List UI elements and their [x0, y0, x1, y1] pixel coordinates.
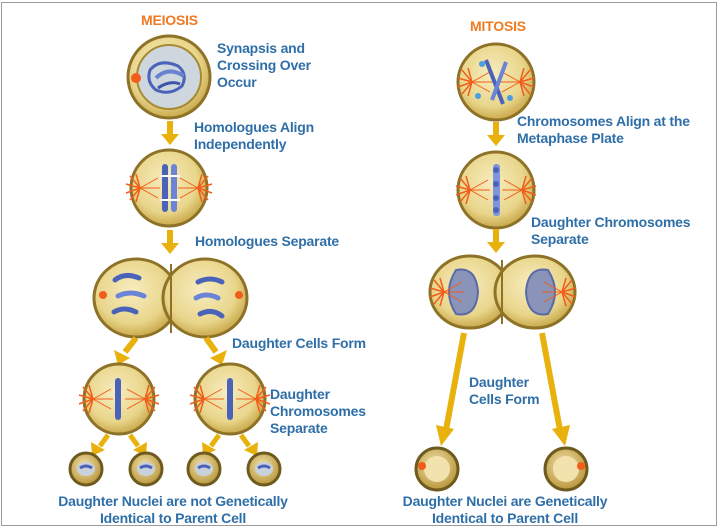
mitosis-result-line2: Identical to Parent Cell [380, 510, 630, 527]
mitosis-step2-line2: Separate [531, 231, 690, 248]
meiosis-step2-label: Homologues Align Independently [194, 119, 314, 153]
mitosis-result-line1: Daughter Nuclei are Genetically [380, 493, 630, 510]
mitosis-step3-label: Daughter Cells Form [469, 374, 539, 408]
meiosis-cell-synapsis [128, 36, 210, 118]
meiosis-arrow-2 [161, 230, 179, 254]
meiosis-result-line1: Daughter Nuclei are not Genetically [28, 493, 318, 510]
meiosis-step5-line3: Separate [270, 420, 366, 437]
meiosis-step1-line1: Synapsis and [217, 40, 311, 57]
mitosis-result-label: Daughter Nuclei are Genetically Identica… [380, 493, 630, 527]
mitosis-arrow-1 [487, 122, 505, 146]
meiosis-step5-line2: Chromosomes [270, 403, 366, 420]
mitosis-step1-line1: Chromosomes Align at the [517, 113, 690, 130]
mitosis-step1-label: Chromosomes Align at the Metaphase Plate [517, 113, 690, 147]
meiosis-cell-align [126, 150, 212, 226]
meiosis-arrow-1 [161, 121, 179, 145]
mitosis-cell-prophase [458, 44, 534, 120]
meiosis-cell-daughter-right [190, 364, 270, 434]
meiosis-step3-label: Homologues Separate [195, 233, 339, 250]
mitosis-step3-line1: Daughter [469, 374, 539, 391]
meiosis-step1-line2: Crossing Over [217, 57, 311, 74]
meiosis-step2-line1: Homologues Align [194, 119, 314, 136]
meiosis-arrow-right [206, 338, 227, 365]
mitosis-step2-line1: Daughter Chromosomes [531, 214, 690, 231]
mitosis-step3-line2: Cells Form [469, 391, 539, 408]
meiosis-step1-label: Synapsis and Crossing Over Occur [217, 40, 311, 91]
mitosis-step1-line2: Metaphase Plate [517, 130, 690, 147]
meiosis-cell-separate [94, 259, 247, 337]
mitosis-arrow-2 [487, 229, 505, 253]
mitosis-daughter-cells [416, 448, 587, 490]
meiosis-step4-label: Daughter Cells Form [232, 335, 366, 352]
meiosis-result-label: Daughter Nuclei are not Genetically Iden… [28, 493, 318, 527]
meiosis-arrow-left [114, 338, 136, 365]
meiosis-step2-line2: Independently [194, 136, 314, 153]
meiosis-title: MEIOSIS [141, 12, 198, 28]
mitosis-arrow-right [542, 333, 570, 446]
meiosis-step1-line3: Occur [217, 74, 311, 91]
mitosis-arrow-left [436, 333, 464, 446]
mitosis-cell-anaphase [430, 256, 576, 328]
mitosis-title: MITOSIS [470, 18, 526, 34]
meiosis-result-line2: Identical to Parent Cell [28, 510, 318, 527]
mitosis-cell-metaphase [456, 152, 536, 228]
meiosis-small-cells [70, 453, 280, 485]
meiosis-step5-label: Daughter Chromosomes Separate [270, 386, 366, 437]
meiosis-step5-line1: Daughter [270, 386, 366, 403]
meiosis-cell-daughter-left [79, 364, 159, 434]
mitosis-step2-label: Daughter Chromosomes Separate [531, 214, 690, 248]
meiosis-arrows-final [91, 435, 258, 456]
